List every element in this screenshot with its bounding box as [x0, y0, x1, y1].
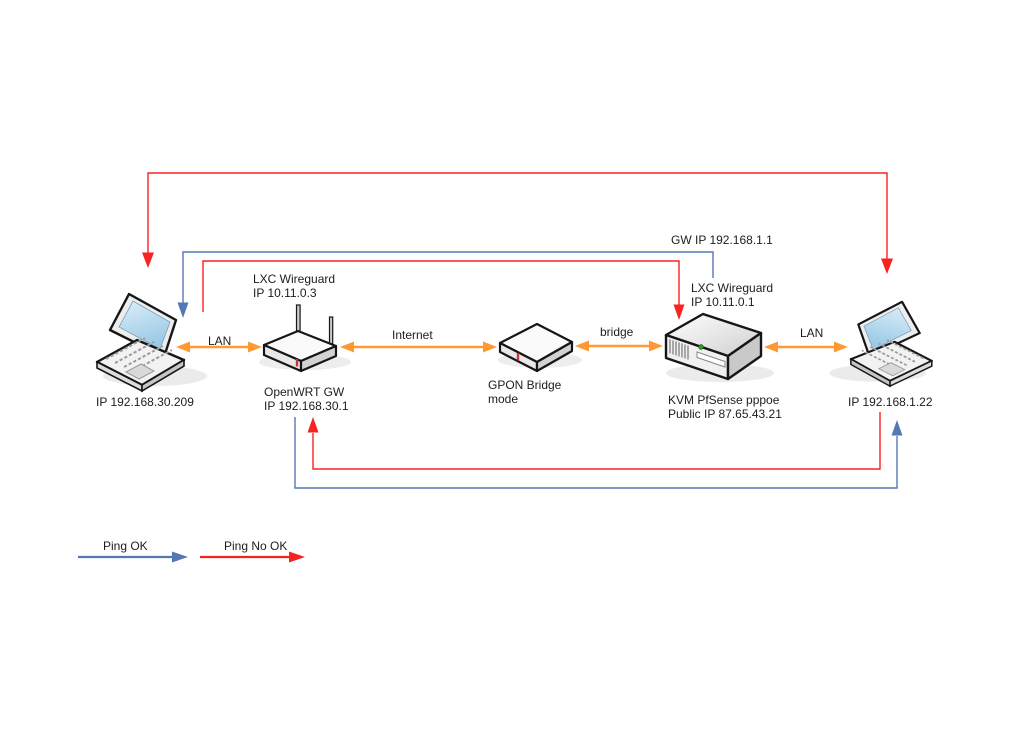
link-lan-right-label: LAN	[800, 326, 824, 340]
ping-no-ok-route-top	[142, 172, 893, 274]
link-internet-label: Internet	[392, 328, 433, 342]
link-internet	[340, 341, 497, 353]
laptop-right-ip-label: IP 192.168.1.22	[848, 395, 933, 409]
link-lan-left	[176, 341, 262, 353]
pfsense-public-ip: Public IP 87.65.43.21	[668, 407, 782, 421]
openwrt-label: OpenWRT GW IP 192.168.30.1	[264, 385, 349, 413]
gpon-name-line2: mode	[488, 392, 519, 406]
server-power-led	[698, 344, 704, 350]
openwrt-wireguard-label: LXC Wireguard IP 10.11.0.3	[253, 272, 335, 300]
openwrt-ip: IP 192.168.30.1	[264, 399, 349, 413]
pfsense-wireguard-label: LXC Wireguard IP 10.11.0.1	[691, 281, 773, 309]
laptop-left-icon	[95, 292, 209, 393]
link-bridge	[575, 340, 663, 352]
gpon-name-line1: GPON Bridge	[488, 378, 562, 392]
openwrt-router-icon	[259, 304, 351, 373]
ping-no-ok-route-laptop-left-to-pfsense	[202, 260, 685, 320]
legend-ping-no-ok-label: Ping No OK	[224, 539, 288, 553]
link-bridge-label: bridge	[600, 325, 634, 339]
laptop-right-icon	[828, 300, 933, 388]
pfsense-label: KVM PfSense pppoe Public IP 87.65.43.21	[668, 393, 782, 421]
ping-ok-route-gw-to-laptop-left	[177, 251, 714, 318]
legend-ping-ok-arrow	[78, 551, 188, 563]
server-vents	[669, 339, 689, 360]
legend-ping-ok-label: Ping OK	[103, 539, 148, 553]
pfsense-wireguard-line2: IP 10.11.0.1	[691, 295, 755, 309]
openwrt-wireguard-line1: LXC Wireguard	[253, 272, 336, 286]
link-lan-left-label: LAN	[208, 334, 232, 348]
pfsense-gw-ip-label: GW IP 192.168.1.1	[671, 233, 773, 247]
laptop-left-ip-label: IP 192.168.30.209	[96, 395, 194, 409]
gpon-modem-icon	[498, 322, 582, 373]
legend-ping-no-ok-arrow	[200, 551, 305, 563]
pfsense-name: KVM PfSense pppoe	[668, 393, 780, 407]
pfsense-server-icon	[664, 312, 774, 382]
pfsense-wireguard-line1: LXC Wireguard	[691, 281, 774, 295]
link-lan-right	[764, 341, 848, 353]
ping-no-ok-route-laptop-right-to-openwrt	[307, 412, 881, 470]
ping-ok-route-openwrt-to-laptop-right	[294, 417, 903, 489]
openwrt-wireguard-line2: IP 10.11.0.3	[253, 286, 317, 300]
gpon-label: GPON Bridge mode	[488, 378, 561, 406]
server-disc-slot	[696, 351, 726, 368]
openwrt-name: OpenWRT GW	[264, 385, 345, 399]
